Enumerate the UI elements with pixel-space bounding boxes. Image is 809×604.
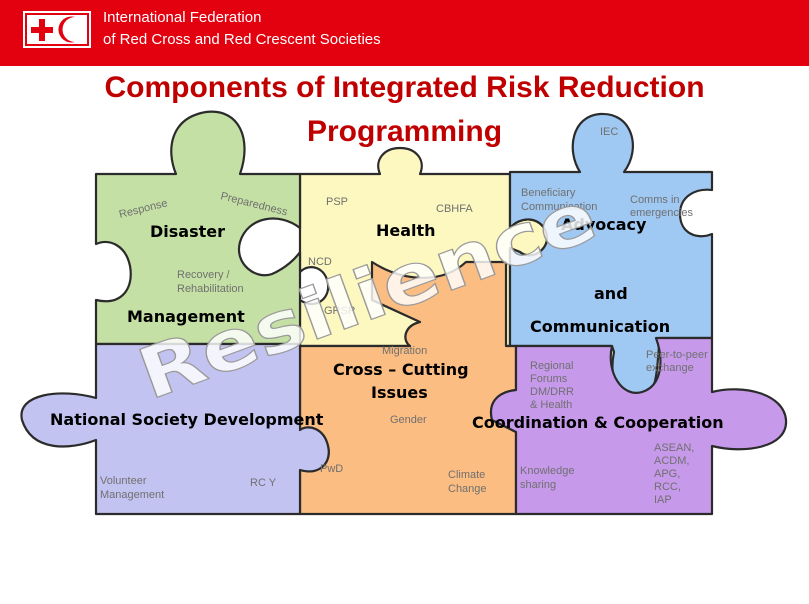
regional-label-3: DM/DRR bbox=[530, 386, 574, 398]
regional-label-2: Forums bbox=[530, 373, 568, 385]
ifrc-header-bar bbox=[0, 0, 809, 66]
climate-label-1: Climate bbox=[448, 469, 485, 481]
asean-label-5: IAP bbox=[654, 494, 672, 506]
recovery-label-2: Rehabilitation bbox=[177, 283, 244, 295]
pwd-label: PwD bbox=[320, 463, 343, 475]
ifrc-logo bbox=[23, 11, 91, 48]
cross-cutting-title: Cross – Cutting bbox=[333, 360, 469, 379]
asean-label-1: ASEAN, bbox=[654, 442, 694, 454]
beneficiary-label-2: Communication bbox=[521, 201, 597, 213]
asean-label-3: APG, bbox=[654, 468, 680, 480]
migration-label: Migration bbox=[382, 345, 427, 357]
peer-label-2: exchange bbox=[646, 362, 694, 374]
comms-label-2: emergencies bbox=[630, 207, 693, 219]
regional-label-1: Regional bbox=[530, 360, 573, 372]
comms-label-1: Comms in bbox=[630, 194, 680, 206]
climate-label-2: Change bbox=[448, 483, 487, 495]
iec-label: IEC bbox=[600, 126, 618, 138]
health-title: Health bbox=[376, 221, 436, 240]
knowledge-label-2: sharing bbox=[520, 479, 556, 491]
beneficiary-label-1: Beneficiary bbox=[521, 187, 576, 199]
psp-label: PSP bbox=[326, 196, 348, 208]
and-title: and bbox=[594, 284, 628, 303]
rcy-label: RC Y bbox=[250, 477, 277, 489]
nsd-title: National Society Development bbox=[50, 410, 324, 429]
knowledge-label-1: Knowledge bbox=[520, 465, 574, 477]
disaster-title: Disaster bbox=[150, 222, 225, 241]
coordination-title: Coordination & Cooperation bbox=[472, 413, 724, 432]
issues-title: Issues bbox=[371, 383, 428, 402]
ncd-label: NCD bbox=[308, 256, 332, 268]
grsp-label: GRSP bbox=[324, 305, 355, 317]
management-title: Management bbox=[127, 307, 245, 326]
org-name-line2: of Red Cross and Red Crescent Societies bbox=[103, 31, 381, 48]
communication-title: Communication bbox=[530, 317, 670, 336]
volunteer-label-2: Management bbox=[100, 489, 164, 501]
asean-label-2: ACDM, bbox=[654, 455, 689, 467]
recovery-label-1: Recovery / bbox=[177, 269, 231, 281]
advocacy-title: Advocacy bbox=[561, 215, 647, 234]
slide-title-line2: Programming bbox=[306, 115, 503, 148]
slide-title-line1: Components of Integrated Risk Reduction bbox=[104, 71, 705, 104]
nsd-piece bbox=[20, 342, 330, 516]
disaster-management-piece bbox=[94, 110, 302, 346]
gender-label: Gender bbox=[390, 414, 427, 426]
peer-label-1: Peer-to-peer bbox=[646, 349, 708, 361]
regional-label-4: & Health bbox=[530, 399, 572, 411]
asean-label-4: RCC, bbox=[654, 481, 681, 493]
org-name-line1: International Federation bbox=[103, 9, 262, 26]
volunteer-label-1: Volunteer bbox=[100, 475, 147, 487]
cbhfa-label: CBHFA bbox=[436, 203, 473, 215]
coordination-piece bbox=[489, 336, 788, 516]
